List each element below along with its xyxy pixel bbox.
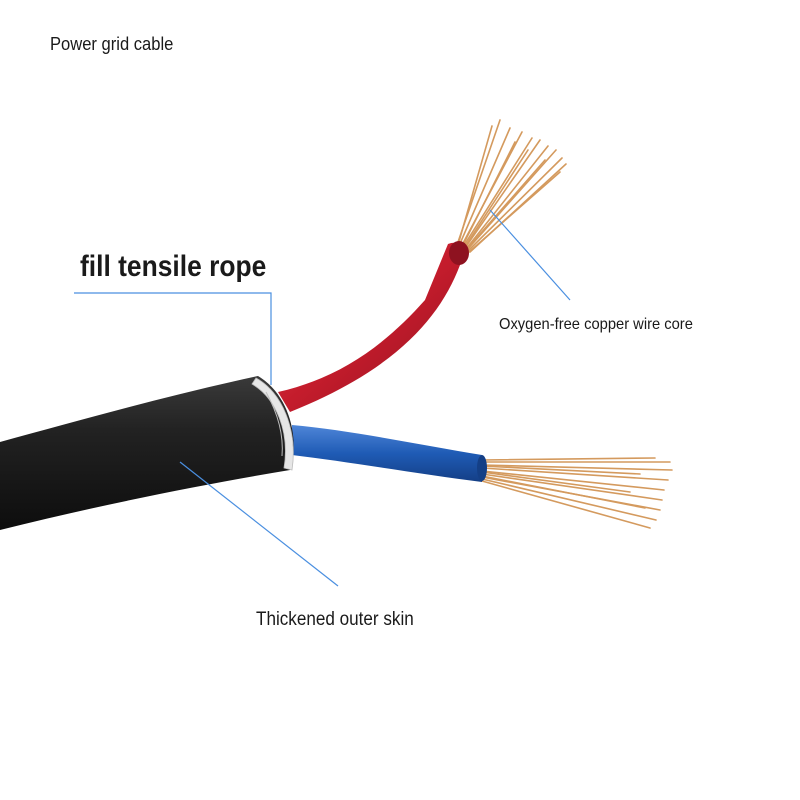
leader-lines [74, 209, 571, 587]
copper-strands-upper [456, 119, 567, 253]
label-outer-skin: Thickened outer skin [256, 609, 414, 630]
leader-fill-rope [74, 292, 272, 385]
outer-sheath [0, 376, 294, 530]
leader-copper-core [489, 209, 571, 301]
label-copper-wire-core: Oxygen-free copper wire core [499, 316, 693, 333]
leader-outer-skin [179, 461, 339, 587]
red-insulated-wire [278, 242, 468, 412]
label-fill-tensile-rope: fill tensile rope [80, 250, 267, 283]
tensile-rope-filler [251, 377, 294, 471]
page-title: Power grid cable [50, 34, 174, 54]
copper-strands-lower [481, 457, 673, 529]
blue-insulated-wire [292, 425, 482, 482]
